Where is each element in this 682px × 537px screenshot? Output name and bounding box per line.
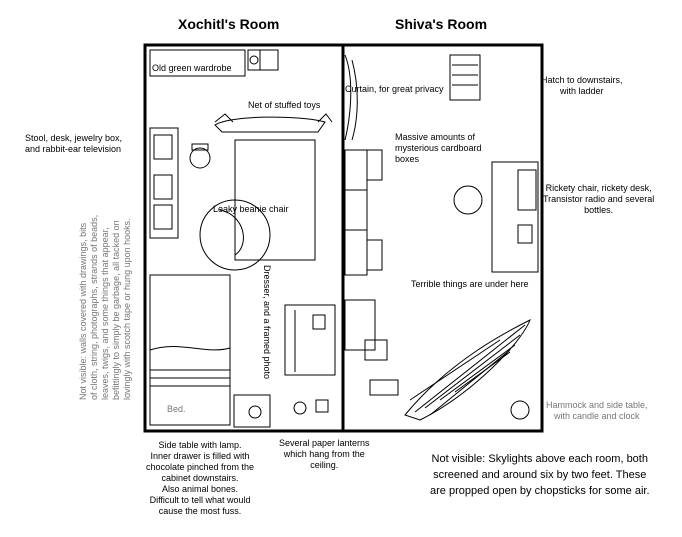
side-table-shape: [233, 394, 329, 428]
chair-frame: [234, 139, 316, 261]
hatch-label: Hatch to downstairs, with ladder: [541, 75, 623, 96]
rickety-label: Rickety chair, rickety desk, Transistor …: [543, 183, 655, 215]
stool-desk-label: Stool, desk, jewelry box, and rabbit-ear…: [25, 133, 123, 154]
dresser-shape: [284, 304, 336, 376]
skylights-label: Not visible: Skylights above each room, …: [430, 453, 650, 497]
side-table-label: Side table with lamp. Inner drawer is fi…: [146, 440, 255, 516]
wardrobe-label: Old green wardrobe: [152, 63, 232, 73]
hammock-table-shape: [510, 400, 530, 420]
curtain-label: Curtain, for great privacy: [345, 84, 444, 94]
bed-shape: [149, 274, 231, 426]
hammock-shape: [404, 318, 531, 421]
cardboard-label: Massive amounts of mysterious cardboard …: [395, 132, 482, 164]
stool-shape: [189, 143, 211, 169]
curtain-shape: [344, 54, 358, 141]
terrible-things-shape: [344, 299, 399, 396]
hatch-shape: [449, 54, 481, 101]
beanie-chair-shape: [199, 199, 271, 271]
beanie-chair-label: Leaky beanie chair: [213, 204, 289, 214]
left-room-title: Xochitl's Room: [178, 16, 280, 32]
desk-shape: [149, 127, 179, 239]
rickety-desk-shape: [491, 161, 539, 273]
boxes-shape: [344, 149, 383, 276]
rickety-chair-shape: [453, 185, 483, 215]
lanterns-label: Several paper lanterns which hang from t…: [279, 438, 370, 470]
toy-net-shape: [214, 116, 326, 133]
wardrobe-shape: [149, 49, 279, 77]
stuffed-toys-label: Net of stuffed toys: [248, 100, 321, 110]
right-room-title: Shiva's Room: [395, 16, 488, 32]
hammock-label: Hammock and side table, with candle and …: [546, 400, 648, 421]
walls-note-label: Not visible: walls covered with drawings…: [78, 214, 132, 400]
dresser-label: Dresser, and a framed photo: [262, 265, 272, 380]
terrible-things-label: Terrible things are under here: [411, 279, 529, 289]
bed-label: Bed.: [167, 404, 186, 414]
